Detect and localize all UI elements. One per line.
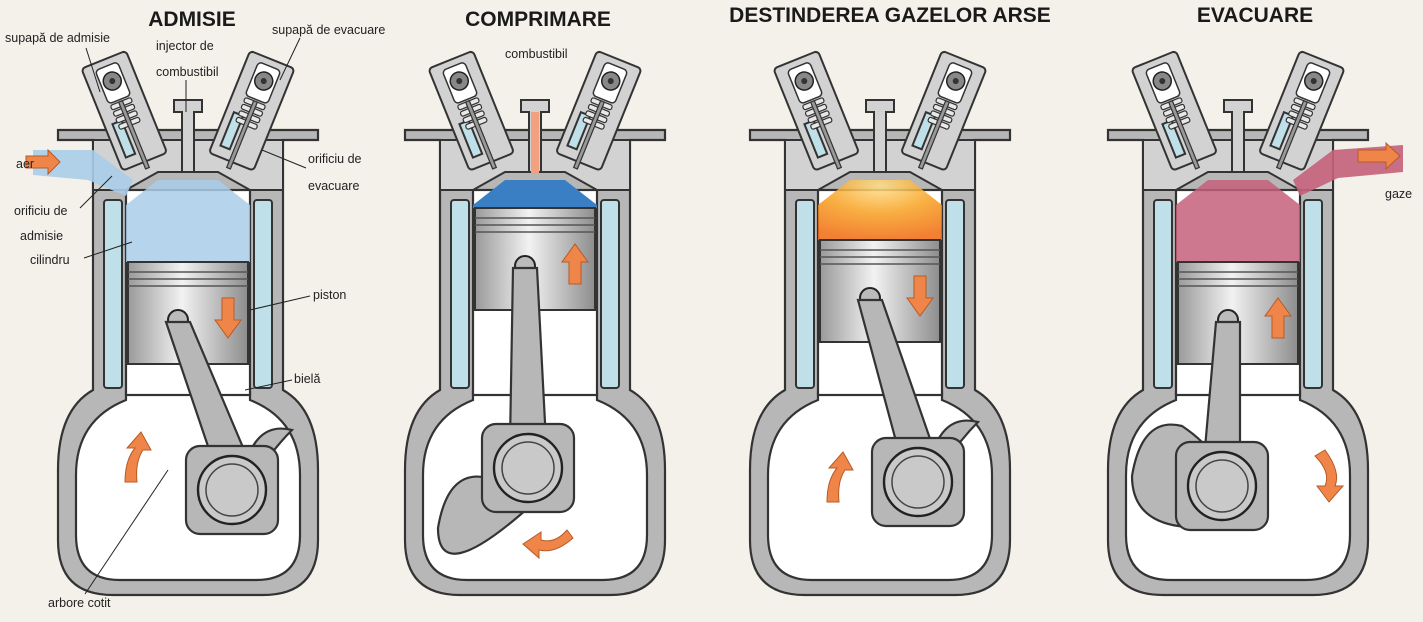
label-exhaust-valve: supapă de evacuare [272, 23, 385, 37]
coolant-jacket-right [1304, 200, 1322, 388]
stage-title-admisie: ADMISIE [148, 8, 236, 31]
coolant-jacket-left [796, 200, 814, 388]
engine-stages [26, 51, 1403, 595]
label-air: aer [16, 157, 34, 171]
crank-journal [884, 448, 952, 516]
stage-title-evacuare: EVACUARE [1197, 4, 1313, 27]
coolant-jacket-right [254, 200, 272, 388]
crank-journal [494, 434, 562, 502]
crank-journal [1188, 452, 1256, 520]
combustion-chamber [1176, 180, 1300, 262]
label-crankshaft: arbore cotit [48, 596, 111, 610]
coolant-jacket-left [1154, 200, 1172, 388]
coolant-jacket-left [104, 200, 122, 388]
label-intake-valve: supapă de admisie [5, 31, 110, 45]
engine-stage-2 [405, 51, 665, 595]
coolant-jacket-right [601, 200, 619, 388]
label-piston: piston [313, 288, 346, 302]
coolant-jacket-right [946, 200, 964, 388]
engine-stage-4 [1108, 51, 1403, 595]
label-intake-port-2: admisie [20, 229, 63, 243]
stage-title-destinderea: DESTINDEREA GAZELOR ARSE [729, 4, 1051, 27]
label-cylinder: cilindru [30, 253, 70, 267]
engine-stage-1 [26, 51, 318, 595]
label-injector-1: injector de [156, 39, 214, 53]
label-intake-port-1: orificiu de [14, 204, 68, 218]
label-exhaust-port-2: evacuare [308, 179, 359, 193]
label-gases: gaze [1385, 187, 1412, 201]
engine-stage-3 [750, 51, 1010, 595]
label-exhaust-port-1: orificiu de [308, 152, 362, 166]
stage-title-comprimare: COMPRIMARE [465, 8, 611, 31]
label-connecting-rod: bielă [294, 372, 320, 386]
combustion-chamber [126, 180, 250, 262]
coolant-jacket-left [451, 200, 469, 388]
fuel-spray [531, 112, 539, 174]
label-injector-2: combustibil [156, 65, 219, 79]
label-fuel: combustibil [505, 47, 568, 61]
crank-journal [198, 456, 266, 524]
